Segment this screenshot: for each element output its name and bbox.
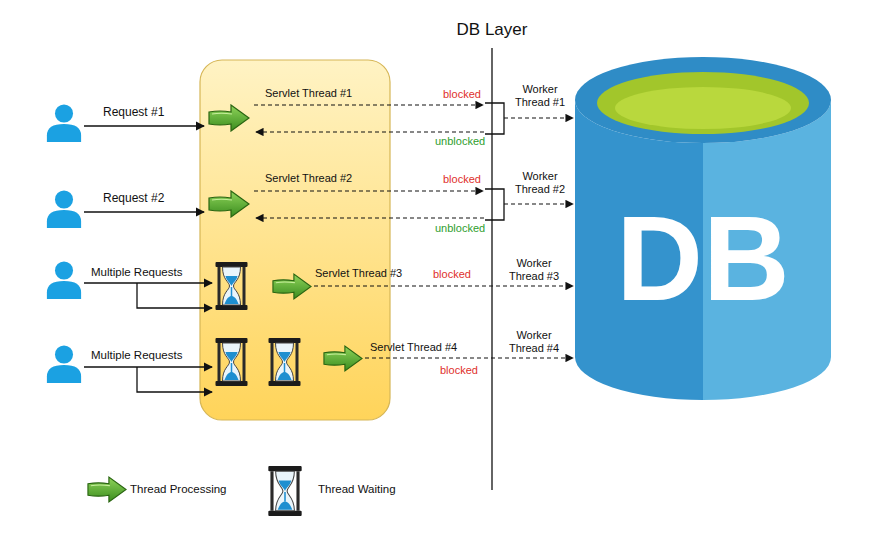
state-label: blocked xyxy=(440,364,478,377)
request-label: Request #2 xyxy=(103,192,164,205)
user-icon xyxy=(47,261,81,299)
processing-icon xyxy=(324,346,362,371)
processing-icon xyxy=(209,105,249,131)
legend-text: Thread Processing xyxy=(130,482,227,496)
legend-waiting-icon xyxy=(268,466,301,516)
processing-icon xyxy=(273,274,311,299)
worker-label: Worker Thread #1 xyxy=(506,83,574,109)
state-label: blocked xyxy=(443,88,481,101)
legend-processing-icon xyxy=(88,477,126,502)
bracket xyxy=(485,103,504,220)
thread-label: Servlet Thread #4 xyxy=(370,341,457,354)
state-label: unblocked xyxy=(435,135,485,148)
state-label: blocked xyxy=(433,268,471,281)
cylinder-top-inner xyxy=(597,72,809,134)
request-label: Multiple Requests xyxy=(91,349,182,362)
user-icon xyxy=(47,345,81,383)
layer-title: DB Layer xyxy=(457,20,528,40)
db-layer-line xyxy=(491,48,492,490)
worker-label: Worker Thread #4 xyxy=(499,329,569,355)
state-label: blocked xyxy=(443,173,481,186)
request-label: Multiple Requests xyxy=(91,266,182,279)
user-icon xyxy=(47,190,81,228)
worker-label: Worker Thread #2 xyxy=(506,170,574,196)
request-arrows xyxy=(84,126,212,392)
user-icon xyxy=(47,104,81,142)
state-label: unblocked xyxy=(435,222,485,235)
request-label: Request #1 xyxy=(103,106,164,119)
servlet-container xyxy=(200,60,390,420)
thread-label: Servlet Thread #3 xyxy=(315,267,402,280)
processing-icon xyxy=(209,191,249,217)
database-label: DB xyxy=(575,198,831,318)
waiting-icon xyxy=(216,338,248,386)
thread-label: Servlet Thread #2 xyxy=(265,172,352,185)
cylinder-top xyxy=(575,57,831,143)
waiting-icon xyxy=(216,262,248,310)
legend-text: Thread Waiting xyxy=(318,482,396,496)
waiting-icon xyxy=(269,338,301,386)
thread-label: Servlet Thread #1 xyxy=(265,87,352,100)
worker-label: Worker Thread #3 xyxy=(499,257,569,283)
database-cylinder: DB xyxy=(575,55,831,401)
cylinder-top-highlight xyxy=(615,87,791,129)
thread-lines xyxy=(254,105,573,358)
